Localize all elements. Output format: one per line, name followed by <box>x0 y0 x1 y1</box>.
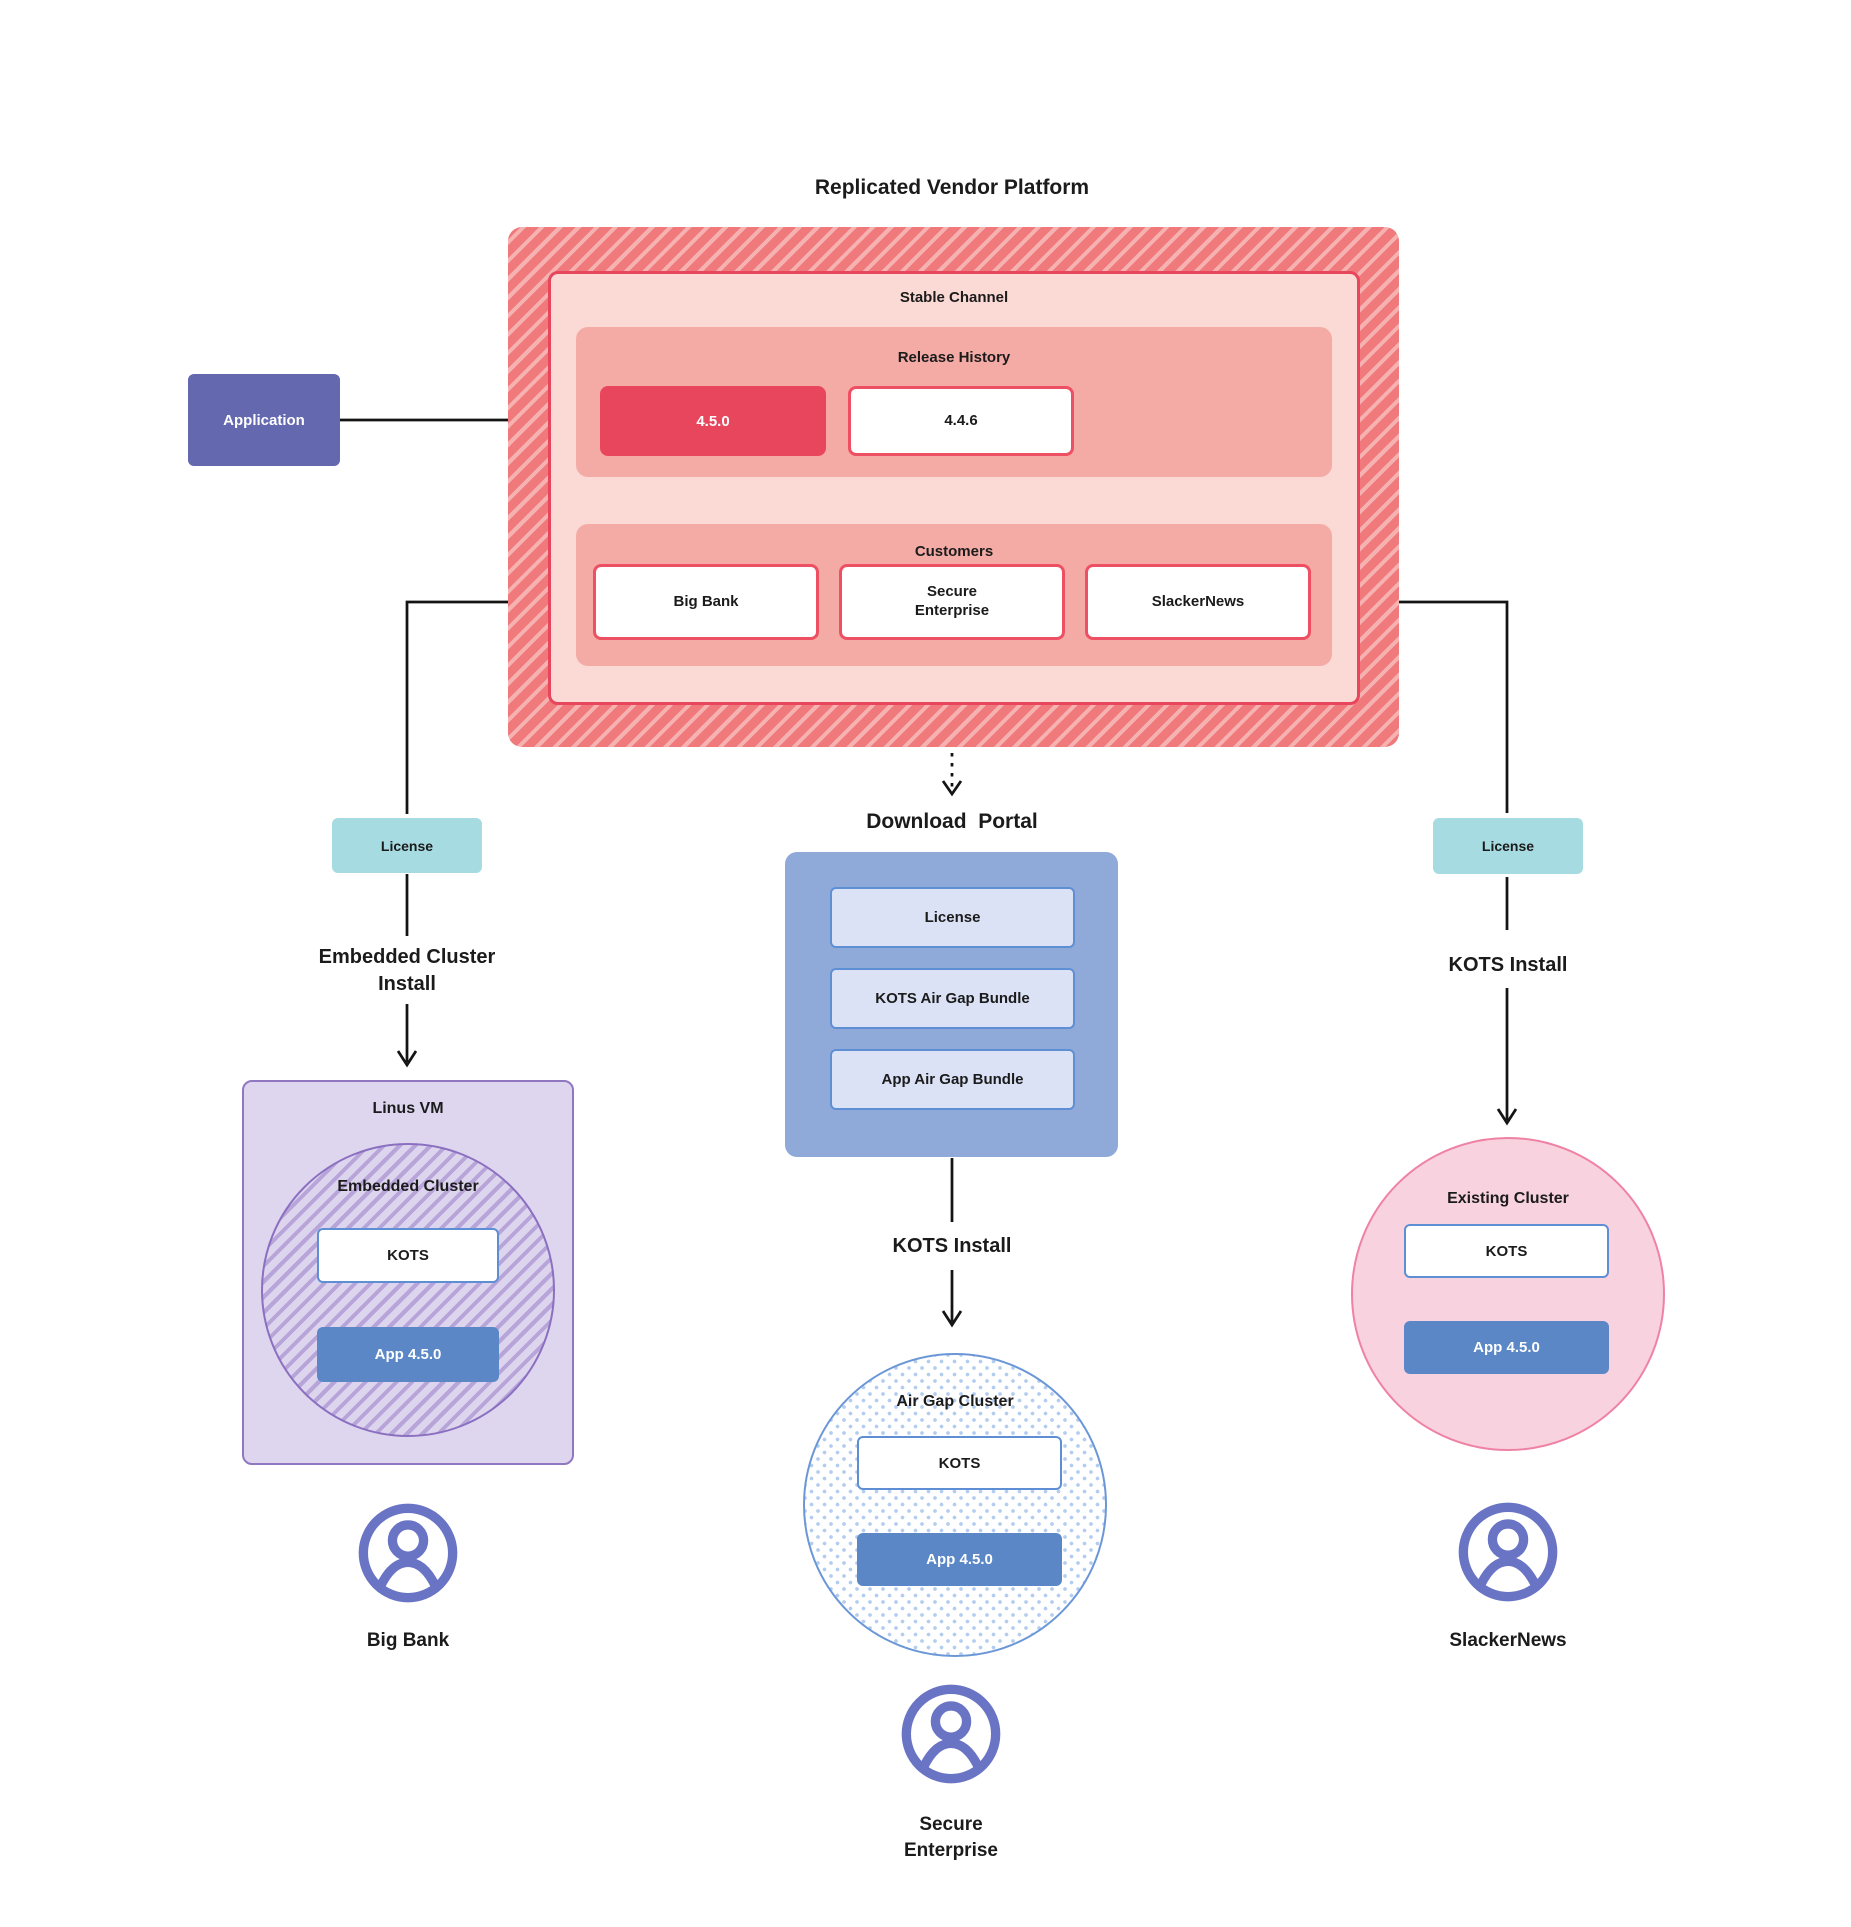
user-icon <box>358 1503 458 1603</box>
release-version-previous: 4.4.6 <box>848 386 1074 456</box>
app-box-center: App 4.5.0 <box>857 1533 1062 1586</box>
release-history-title: Release History <box>897 349 1011 366</box>
air-gap-cluster-circle <box>803 1353 1107 1657</box>
release-version-current: 4.5.0 <box>600 386 826 456</box>
big-bank-user-label: Big Bank <box>366 1630 450 1651</box>
portal-item-license: License <box>830 887 1075 948</box>
customers-title: Customers <box>914 543 994 560</box>
customer-big-bank: Big Bank <box>593 564 819 640</box>
air-gap-cluster-title: Air Gap Cluster <box>896 1393 1014 1410</box>
app-box-left: App 4.5.0 <box>317 1327 499 1382</box>
kots-box-right: KOTS <box>1404 1224 1609 1278</box>
existing-cluster-title: Existing Cluster <box>1447 1190 1569 1207</box>
app-box-right: App 4.5.0 <box>1404 1321 1609 1374</box>
license-box-left: License <box>332 818 482 873</box>
customer-slackernews: SlackerNews <box>1085 564 1311 640</box>
portal-item-app-bundle: App Air Gap Bundle <box>830 1049 1075 1110</box>
embedded-cluster-circle <box>261 1143 555 1437</box>
diagram-title: Replicated Vendor Platform <box>814 176 1090 199</box>
existing-cluster-circle <box>1351 1137 1665 1451</box>
license-box-right: License <box>1433 818 1583 874</box>
secure-enterprise-user-label: Secure Enterprise <box>904 1814 998 1861</box>
user-icon <box>901 1684 1001 1784</box>
embedded-cluster-title: Embedded Cluster <box>337 1178 479 1195</box>
kots-box-center: KOTS <box>857 1436 1062 1490</box>
user-icon <box>1458 1502 1558 1602</box>
slackernews-user-label: SlackerNews <box>1449 1630 1567 1651</box>
kots-install-label-center: KOTS Install <box>892 1235 1012 1257</box>
customer-secure-enterprise: Secure Enterprise <box>839 564 1065 640</box>
application-box: Application <box>188 374 340 466</box>
linus-vm-title: Linus VM <box>372 1100 444 1117</box>
portal-item-kots-bundle: KOTS Air Gap Bundle <box>830 968 1075 1029</box>
download-portal-title: Download Portal <box>866 810 1038 833</box>
embedded-cluster-install-label: Embedded Cluster Install <box>318 946 496 995</box>
kots-install-label-right: KOTS Install <box>1448 954 1568 976</box>
kots-box-left: KOTS <box>317 1228 499 1283</box>
stable-channel-title: Stable Channel <box>899 289 1009 306</box>
customer-secure-enterprise-label: Secure Enterprise <box>914 583 990 619</box>
